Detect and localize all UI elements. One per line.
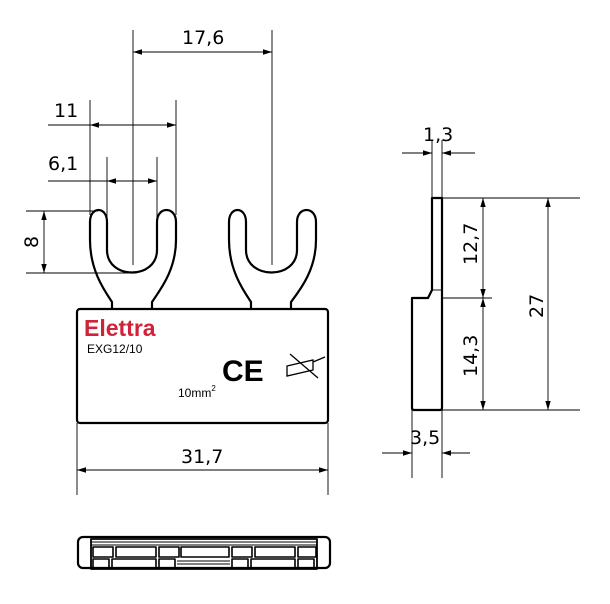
dimension-body-height: 14,3 [442,298,580,411]
dimension-overall-height: 27 [526,198,551,410]
svg-text:17,6: 17,6 [182,27,224,49]
svg-text:27: 27 [526,294,548,318]
dimension-slot-depth: 8 [21,210,133,274]
dimension-pitch: 17,6 [132,27,273,265]
svg-text:1,3: 1,3 [423,124,453,146]
dimension-fork-width: 11 [48,100,177,215]
front-view: Elettra EXG12/10 10mm2 CE 17,6 11 [21,27,330,495]
busbar-body [75,307,330,425]
svg-text:31,7: 31,7 [181,446,223,468]
svg-text:14,3: 14,3 [460,335,482,377]
cross-section-label: 10mm2 [178,384,216,400]
fork-terminal-left [88,208,178,309]
svg-text:3,5: 3,5 [410,427,440,449]
dimension-slot-width: 6,1 [48,153,158,222]
svg-text:8: 8 [21,236,43,248]
dimension-overall-width: 31,7 [76,423,329,495]
dimension-tab-height: 12,7 [442,197,580,299]
brand-logo: Elettra [84,315,156,341]
model-label: EXG12/10 [87,342,143,356]
no-solder-icon [286,353,326,379]
side-view: 1,3 12,7 14,3 27 3,5 [382,124,580,478]
ce-mark: CE [222,355,264,388]
fork-terminal-right [227,208,318,309]
svg-text:6,1: 6,1 [48,153,78,175]
side-profile [410,196,444,412]
svg-text:12,7: 12,7 [460,223,482,265]
bottom-view [76,535,332,570]
svg-text:11: 11 [54,100,78,122]
dimension-body-thickness: 3,5 [382,410,470,478]
dimension-tab-thickness: 1,3 [402,124,475,198]
